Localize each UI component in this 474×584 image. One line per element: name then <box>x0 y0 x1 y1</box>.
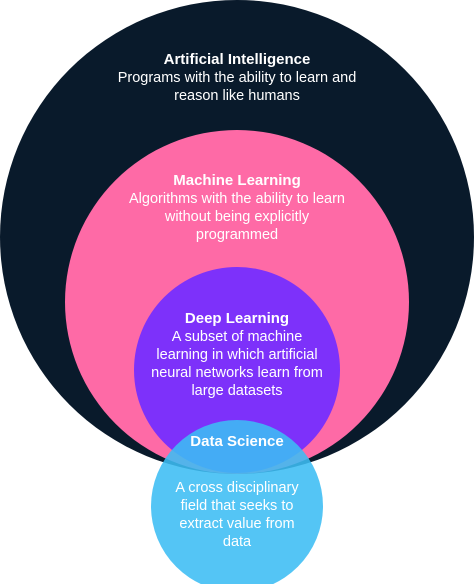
artificial-intelligence-title: Artificial Intelligence <box>163 51 311 68</box>
data-science-label: Data Science A cross disciplinary field … <box>0 432 474 551</box>
deep-learning-title: Deep Learning <box>184 310 290 327</box>
machine-learning-title: Machine Learning <box>173 172 301 189</box>
data-science-circle <box>151 420 323 584</box>
machine-learning-label: Machine Learning Algorithms with the abi… <box>0 171 474 244</box>
deep-learning-circle <box>134 267 340 473</box>
artificial-intelligence-description: Programs with the ability to learn and r… <box>117 70 357 104</box>
data-science-description: A cross disciplinary field that seeks to… <box>175 480 299 550</box>
artificial-intelligence-label: Artificial Intelligence Programs with th… <box>0 50 474 105</box>
data-science-title: Data Science <box>190 433 284 450</box>
machine-learning-description: Algorithms with the ability to learn wit… <box>129 191 345 243</box>
deep-learning-description: A subset of machine learning in which ar… <box>151 329 323 399</box>
deep-learning-label: Deep Learning A subset of machine learni… <box>0 309 474 400</box>
